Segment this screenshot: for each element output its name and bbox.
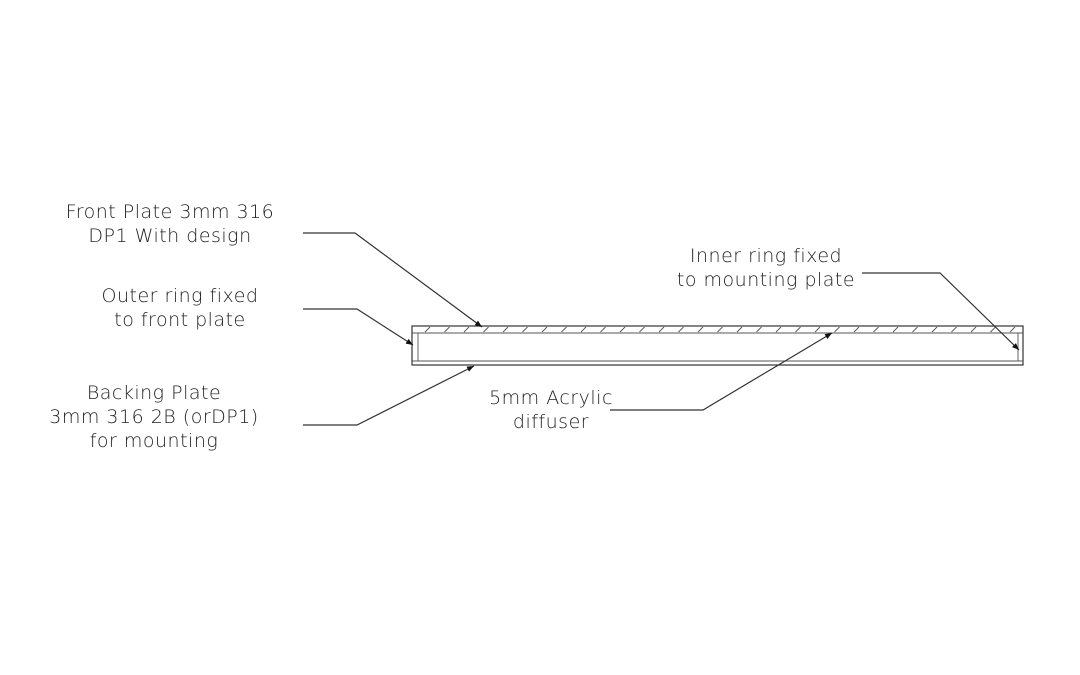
hatch-mark (502, 326, 509, 333)
hatch-mark (483, 326, 489, 333)
backing-plate-label-1: Backing Plate (87, 382, 221, 404)
hatch-mark (912, 326, 918, 333)
front-plate-label-2: DP1 With design (88, 225, 251, 247)
hatch-mark (541, 326, 548, 333)
hatch-mark (795, 326, 801, 333)
hatch-mark (697, 326, 704, 333)
hatch-mark (892, 326, 899, 333)
hatch-mark (970, 326, 977, 333)
hatch-mark (990, 326, 996, 333)
hatch-mark (561, 326, 567, 333)
hatch-mark (717, 326, 723, 333)
hatch-mark (951, 326, 957, 333)
inner-ring-label-1: Inner ring fixed (690, 245, 842, 267)
acrylic-hatching (424, 326, 1016, 333)
hatch-mark (444, 326, 450, 333)
hatch-mark (834, 326, 840, 333)
hatch-mark (756, 326, 762, 333)
hatch-mark (658, 326, 665, 333)
hatch-mark (639, 326, 645, 333)
hatch-mark (619, 326, 626, 333)
hatch-mark (580, 326, 587, 333)
hatch-mark (424, 326, 431, 333)
hatch-mark (775, 326, 782, 333)
outer-ring-label-1: Outer ring fixed (102, 285, 259, 307)
front-plate-label-1: Front Plate 3mm 316 (66, 201, 275, 223)
hatch-mark (853, 326, 860, 333)
hatch-mark (1009, 326, 1016, 333)
leader-inner-ring: Inner ring fixed to mounting plate (677, 245, 1020, 351)
leader-front-plate: Front Plate 3mm 316 DP1 With design (66, 201, 483, 328)
leader-outer-ring: Outer ring fixed to front plate (102, 285, 414, 346)
hatch-mark (522, 326, 528, 333)
leader-backing-plate: Backing Plate 3mm 316 2B (orDP1) for mou… (49, 365, 475, 452)
outer-ring-label-2: to front plate (114, 309, 245, 331)
acrylic-label-2: diffuser (513, 411, 589, 433)
assembly-section (411, 325, 1024, 366)
backing-plate-label-3: for mounting (90, 430, 219, 452)
backing-plate-label-2: 3mm 316 2B (orDP1) (49, 406, 258, 428)
hatch-mark (931, 326, 938, 333)
hatch-mark (873, 326, 879, 333)
hatch-mark (600, 326, 606, 333)
leader-acrylic: 5mm Acrylic diffuser (489, 332, 833, 433)
hatch-mark (814, 326, 821, 333)
acrylic-label-1: 5mm Acrylic (489, 387, 613, 409)
hatch-mark (678, 326, 684, 333)
inner-ring-label-2: to mounting plate (677, 269, 855, 291)
hatch-mark (463, 326, 470, 333)
hatch-mark (736, 326, 743, 333)
assembly-outline (411, 325, 1024, 366)
